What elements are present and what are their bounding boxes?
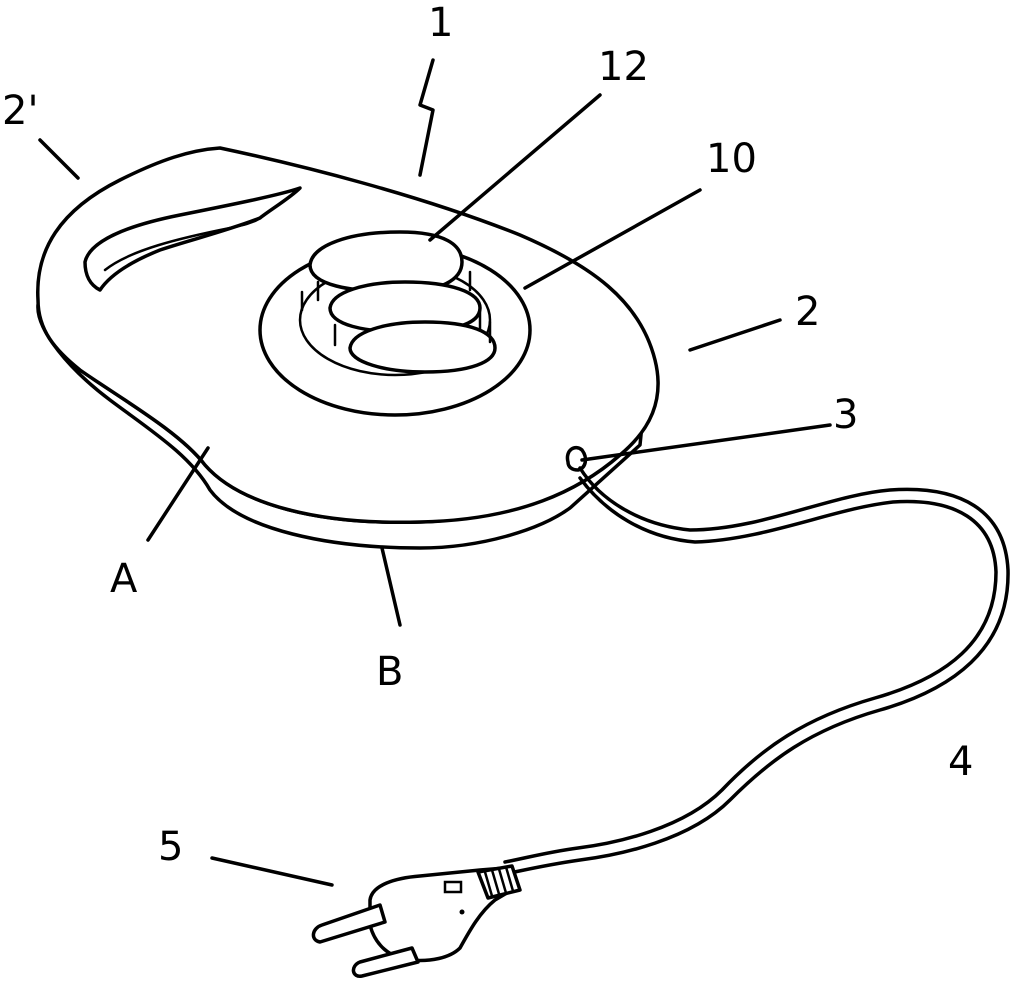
label-12: 12 (598, 44, 649, 90)
handle-slot (83, 186, 302, 292)
label-2: 2 (795, 289, 820, 335)
leader-line-1 (418, 58, 435, 177)
connector-center-detail (300, 270, 492, 347)
cord-exit-loop (565, 445, 588, 472)
label-A: A (110, 556, 138, 602)
leader-line-B (380, 546, 402, 627)
label-2-prime: 2' (2, 88, 38, 134)
leader-line-10 (523, 188, 702, 290)
plug-strain-relief (476, 864, 522, 900)
plug-pin-upper (311, 903, 387, 944)
leader-line-3 (580, 423, 832, 462)
label-3: 3 (833, 392, 858, 438)
handle-slot-inner (103, 216, 262, 272)
leader-line-2 (688, 318, 782, 352)
leader-line-5 (210, 856, 334, 887)
label-5: 5 (158, 824, 183, 870)
label-B: B (376, 649, 403, 695)
connector-center-bottom (348, 320, 497, 374)
plug-dot (459, 909, 465, 915)
leader-line-A (146, 446, 210, 542)
label-1: 1 (428, 0, 453, 46)
power-cord-second-strand (503, 476, 998, 864)
label-4: 4 (948, 739, 973, 785)
power-cord (498, 466, 1010, 877)
leader-line-2-prime (38, 138, 80, 180)
plug-strain-relief-ribs (483, 865, 515, 898)
plug-marking (443, 880, 463, 894)
plug-pin-lower (351, 946, 420, 978)
label-10: 10 (706, 136, 757, 182)
leader-line-12 (428, 93, 602, 242)
